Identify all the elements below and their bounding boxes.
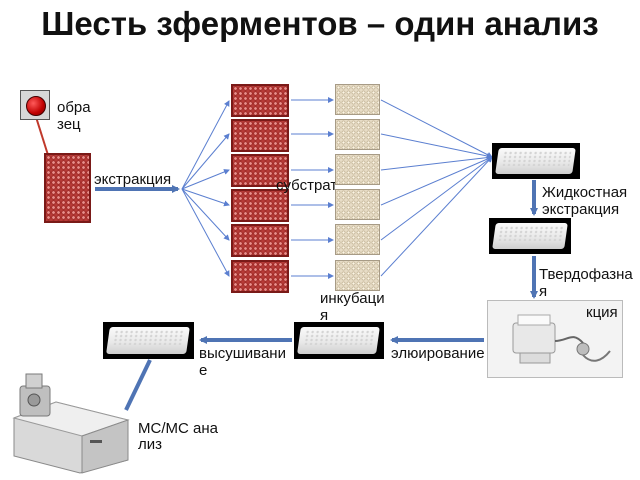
solid-phase-label: Твердофазная	[539, 266, 633, 300]
substrate-plate	[231, 260, 289, 293]
solid-phase-label-cont: кция	[586, 304, 618, 321]
sample-vial-icon	[20, 90, 50, 120]
drying-label: высушивание	[199, 345, 286, 379]
liquid-extraction-label: Жидкостная экстракция	[542, 184, 628, 218]
source-plate	[44, 153, 91, 223]
incubation-plate	[335, 154, 380, 185]
substrate-plate	[231, 154, 289, 187]
elution-label: элюирование	[391, 345, 485, 362]
incubation-plate	[335, 189, 380, 220]
incubation-plate	[335, 224, 380, 255]
incubation-plate	[335, 260, 380, 291]
incubation-plate	[335, 84, 380, 115]
sample-label: образец	[57, 99, 91, 133]
ms-connector	[124, 359, 152, 411]
elution-plate	[294, 322, 384, 359]
plate-to-plate-arrows	[291, 97, 334, 279]
extraction-label: экстракция	[94, 171, 172, 188]
mass-spectrometer-icon	[6, 360, 131, 475]
substrate-label: субстрат	[276, 177, 338, 194]
incubation-plate	[335, 119, 380, 150]
substrate-plate	[231, 84, 289, 117]
fan-in-lines	[380, 99, 493, 277]
substrate-plate	[231, 119, 289, 152]
extraction-plate	[489, 218, 571, 254]
sample-connector	[35, 116, 49, 156]
page-title: Шесть зферментов – один анализ	[41, 5, 599, 42]
ms-analysis-label: МС/МС анализ	[138, 420, 218, 453]
fan-out-lines	[181, 100, 230, 277]
substrate-plate	[231, 224, 289, 257]
incubation-label: инкубация	[320, 290, 385, 324]
substrate-plate	[231, 189, 289, 222]
spe-manifold-icon	[487, 300, 623, 378]
combined-plate	[492, 143, 580, 179]
drying-plate	[103, 322, 194, 359]
